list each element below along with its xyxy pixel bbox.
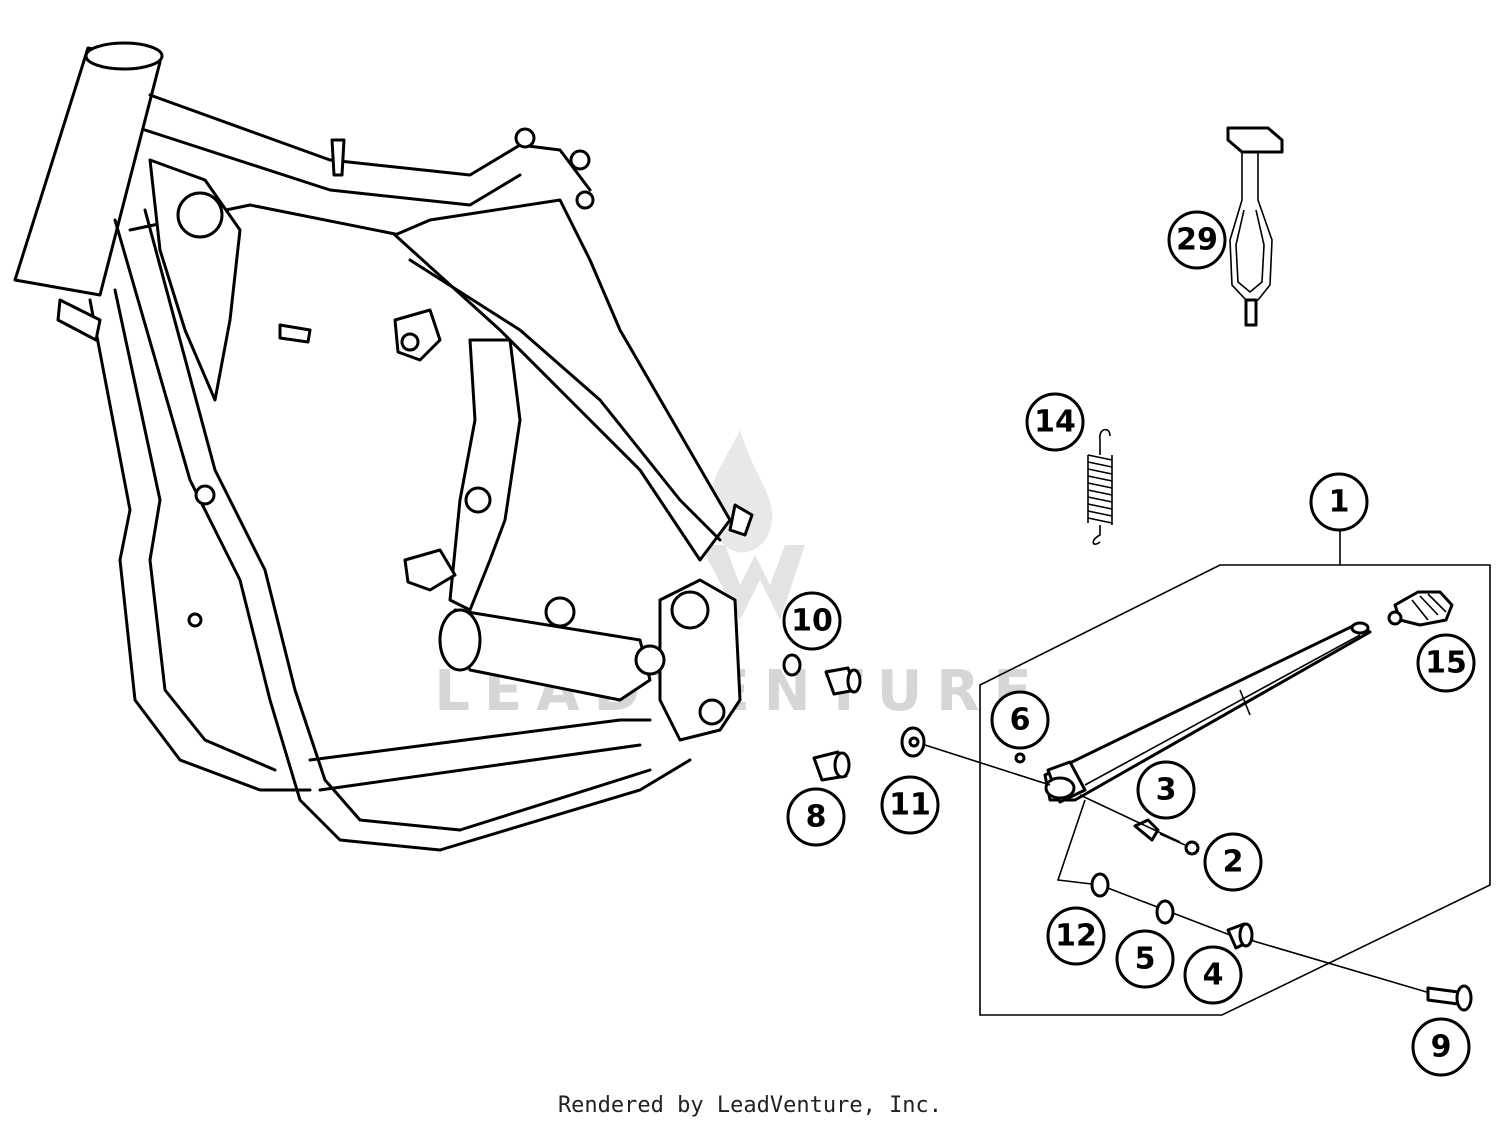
part-10-o-ring <box>782 653 802 677</box>
svg-text:1: 1 <box>1329 485 1350 520</box>
callout-11: 11 <box>880 775 940 835</box>
callout-12: 12 <box>1046 906 1106 966</box>
svg-text:3: 3 <box>1156 773 1177 808</box>
callout-29: 29 <box>1167 210 1227 270</box>
svg-text:11: 11 <box>889 788 931 823</box>
svg-text:9: 9 <box>1431 1030 1452 1065</box>
svg-text:8: 8 <box>806 800 827 835</box>
callout-10: 10 <box>782 591 842 651</box>
footer-credit: Rendered by LeadVenture, Inc. <box>557 1093 943 1118</box>
motorcycle-frame <box>13 41 754 852</box>
callout-15: 15 <box>1416 633 1476 693</box>
lower-leader-lines <box>1056 799 1431 994</box>
svg-text:6: 6 <box>1010 703 1031 738</box>
part-15-foot-pad <box>1387 590 1454 627</box>
svg-text:15: 15 <box>1425 646 1467 681</box>
svg-text:5: 5 <box>1135 942 1156 977</box>
svg-text:12: 12 <box>1055 919 1097 954</box>
part-bolt-upper <box>824 666 862 696</box>
part-5-ring <box>1155 899 1175 925</box>
callout-9: 9 <box>1411 1017 1471 1077</box>
callout-1: 1 <box>1309 472 1369 532</box>
callout-8: 8 <box>786 787 846 847</box>
part-14-spring <box>1087 428 1113 545</box>
callout-4: 4 <box>1183 945 1243 1005</box>
part-12-ring <box>1090 872 1110 898</box>
part-29-stand-tool <box>1226 126 1284 327</box>
callout-3: 3 <box>1136 760 1196 820</box>
svg-text:14: 14 <box>1034 405 1076 440</box>
part-9-bolt <box>1426 984 1473 1012</box>
svg-text:2: 2 <box>1223 845 1244 880</box>
part-4-bushing <box>1226 922 1254 950</box>
callout-2: 2 <box>1203 832 1263 892</box>
svg-text:4: 4 <box>1203 958 1224 993</box>
part-6-nut <box>1014 752 1026 764</box>
part-1-side-stand <box>1043 621 1372 804</box>
parts-diagram: LEADVENTURE <box>13 41 1491 1077</box>
side-stand-assembly-box <box>979 530 1491 1016</box>
svg-text:29: 29 <box>1176 223 1218 258</box>
part-11-washer <box>900 726 1051 786</box>
callout-5: 5 <box>1115 929 1175 989</box>
svg-text:10: 10 <box>791 604 833 639</box>
callout-6: 6 <box>990 690 1050 750</box>
part-2-screw-and-clip <box>1079 794 1200 856</box>
callout-14: 14 <box>1025 392 1085 452</box>
part-8-bolt <box>812 750 851 782</box>
